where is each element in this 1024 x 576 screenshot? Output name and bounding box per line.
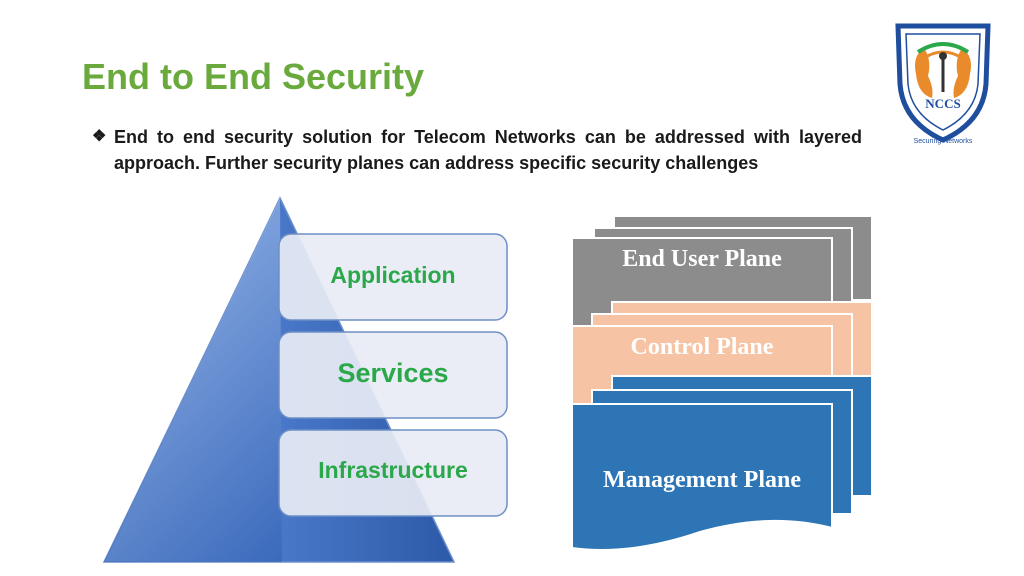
plane-label-end-user: End User Plane xyxy=(622,246,782,272)
layer-label-application: Application xyxy=(330,262,456,288)
plane-label-control: Control Plane xyxy=(630,334,774,360)
plane-label-management: Management Plane xyxy=(603,467,801,493)
logo-name: NCCS xyxy=(925,96,960,111)
layer-label-services: Services xyxy=(337,358,449,388)
diamond-bullet-icon: ❖ xyxy=(92,128,107,145)
layer-box-infrastructure xyxy=(278,429,508,517)
layer-label-infrastructure: Infrastructure xyxy=(318,457,468,483)
nccs-shield-icon: NCCS xyxy=(895,23,991,143)
logo-tagline: Securing Networks xyxy=(913,138,973,145)
layer-box-application xyxy=(278,233,508,321)
slide-title: End to End Security xyxy=(82,56,425,97)
bullet-text: End to end security solution for Telecom… xyxy=(114,127,862,173)
plane-stack-management xyxy=(571,375,873,551)
layer-box-services xyxy=(278,331,508,419)
nccs-logo: NCCS Securing Networks xyxy=(888,14,998,150)
bullet-point: ❖ End to end security solution for Telec… xyxy=(92,124,862,176)
